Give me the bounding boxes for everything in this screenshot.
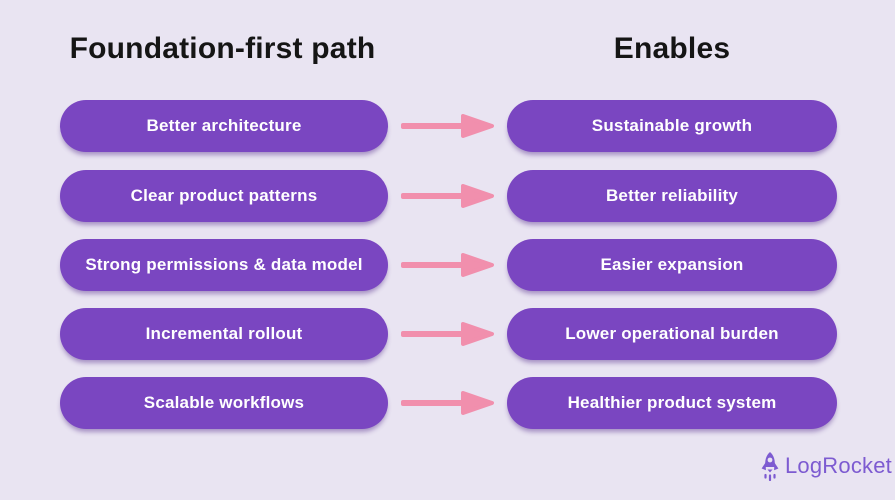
arrow-right-icon [399,321,496,347]
left-pill: Better architecture [60,100,388,152]
left-column-title: Foundation-first path [69,32,376,65]
left-pill-label: Strong permissions & data model [85,255,363,274]
left-pill: Scalable workflows [60,377,388,429]
diagram-row: Scalable workflows Healthier product sys… [0,377,895,429]
right-pill-label: Lower operational burden [565,324,779,343]
left-pill: Incremental rollout [60,308,388,360]
right-pill-label: Healthier product system [567,393,777,412]
right-pill: Better reliability [507,170,837,222]
diagram-row: Clear product patterns Better reliabilit… [0,170,895,222]
left-pill-label: Better architecture [146,116,302,135]
diagram-row: Incremental rollout Lower operational bu… [0,308,895,360]
rocket-icon [761,452,779,481]
right-pill: Healthier product system [507,377,837,429]
logrocket-wordmark: LogRocket [785,453,892,478]
right-pill: Easier expansion [507,239,837,291]
right-pill-label: Sustainable growth [591,116,753,135]
right-pill: Lower operational burden [507,308,837,360]
arrow-right-icon [399,183,496,209]
diagram-row: Better architecture Sustainable growth [0,100,895,152]
arrow-right-icon [399,252,496,278]
left-pill: Clear product patterns [60,170,388,222]
right-pill: Sustainable growth [507,100,837,152]
left-pill-label: Incremental rollout [145,324,303,343]
left-pill: Strong permissions & data model [60,239,388,291]
arrow-right-icon [399,113,496,139]
arrow-right-icon [399,390,496,416]
left-pill-label: Clear product patterns [130,186,318,205]
logrocket-logo: LogRocket [758,451,892,481]
diagram-row: Strong permissions & data model Easier e… [0,239,895,291]
left-pill-label: Scalable workflows [143,393,305,412]
right-column-title: Enables [613,32,731,65]
right-pill-label: Better reliability [605,186,739,205]
right-pill-label: Easier expansion [600,255,744,274]
